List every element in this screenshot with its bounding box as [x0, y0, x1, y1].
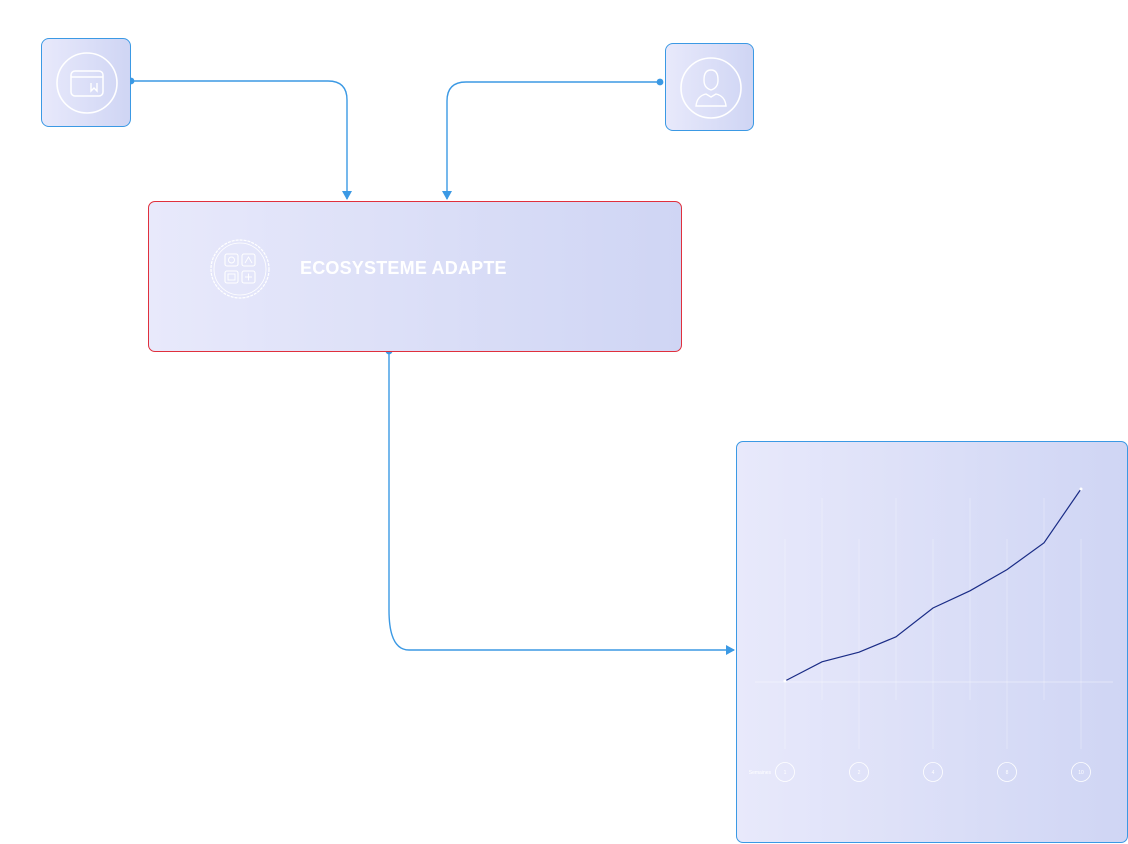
x-tick: 10 — [1071, 762, 1091, 782]
x-tick-label: 8 — [1006, 770, 1009, 776]
data-point — [783, 679, 787, 683]
x-tick-label: 4 — [932, 770, 935, 776]
chart-grid — [784, 498, 1082, 749]
x-tick: 2 — [849, 762, 869, 782]
x-tick-circle — [923, 762, 943, 782]
x-tick-circle — [1071, 762, 1091, 782]
x-tick-circle — [849, 762, 869, 782]
x-tick-label: 2 — [858, 770, 861, 776]
growth-chart-node[interactable]: Semaines 1 2 4 8 10 — [736, 441, 1128, 843]
series-points — [783, 487, 1083, 683]
user-node[interactable] — [665, 43, 754, 131]
connector-left-to-main — [131, 80, 352, 200]
bookmark-folder-icon — [56, 52, 118, 114]
x-tick: 8 — [997, 762, 1017, 782]
user-icon — [680, 57, 742, 119]
x-axis-ticks: 1 2 4 8 10 — [775, 762, 1091, 782]
x-axis-title: Semaines — [749, 770, 772, 776]
series-line — [784, 488, 1082, 682]
x-tick-circle — [775, 762, 795, 782]
ecosystem-grid-icon — [210, 239, 270, 299]
x-tick: 4 — [923, 762, 943, 782]
x-tick-label: 1 — [784, 770, 787, 776]
connector-main-to-chart — [388, 351, 735, 655]
data-point — [1079, 487, 1083, 491]
bookmark-folder-node[interactable] — [41, 38, 131, 127]
x-tick-label: 10 — [1078, 770, 1084, 776]
x-tick: 1 — [775, 762, 795, 782]
growth-line-chart: Semaines 1 2 4 8 10 — [749, 487, 1113, 782]
connector-right-start-dot — [656, 78, 664, 86]
connector-right-to-main — [442, 81, 660, 200]
x-tick-circle — [997, 762, 1017, 782]
ecosystem-node[interactable]: ECOSYSTEME ADAPTE — [148, 201, 682, 352]
ecosystem-title: ECOSYSTEME ADAPTE — [300, 258, 507, 278]
